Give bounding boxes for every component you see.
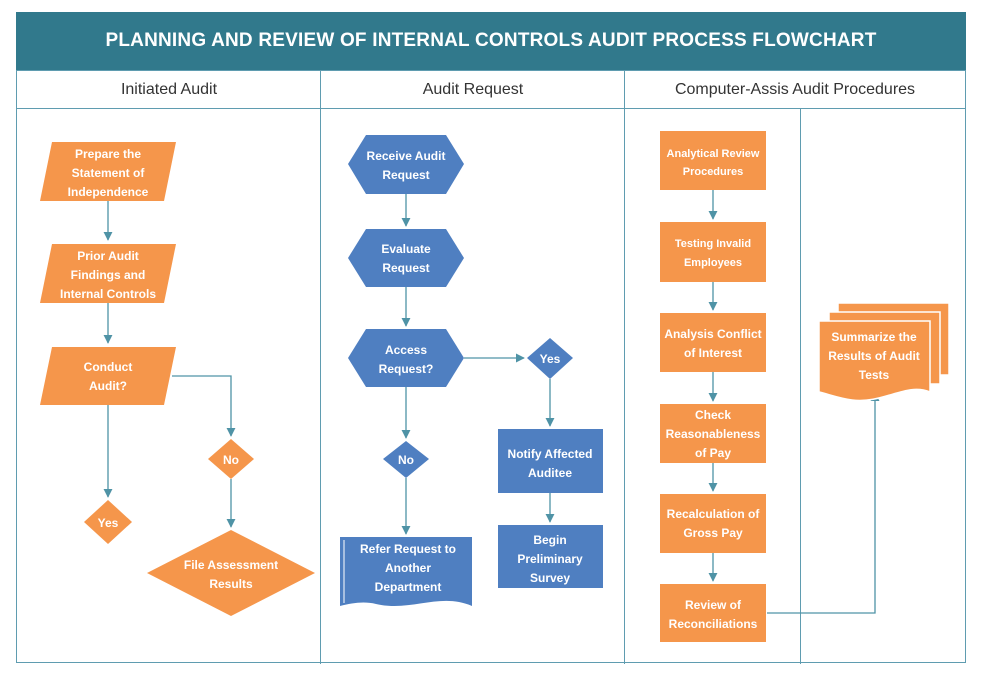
lane-header-initiated-audit: Initiated Audit [17,71,321,109]
lane-divider-inner [800,109,801,664]
node-no-request: No [383,441,429,478]
svg-text:No: No [223,453,239,467]
lane-divider [624,71,625,664]
node-yes-initiated: Yes [84,500,132,544]
swimlane-board: Initiated Audit Audit Request Computer-A… [16,70,966,664]
svg-text:Yes: Yes [540,352,561,366]
lane-divider [320,71,321,664]
svg-text:Yes: Yes [98,516,119,530]
lane-header-audit-request: Audit Request [321,71,625,109]
edge-review-summarize [767,392,880,614]
node-yes-request: Yes [527,338,573,379]
node-no-initiated: No [208,439,254,479]
svg-text:No: No [398,453,414,467]
connectors [103,190,880,614]
edge-conduct-no [172,375,236,437]
lane-header-computer-assisted: Computer-Assis Audit Procedures [625,71,965,109]
chart-title: PLANNING AND REVIEW OF INTERNAL CONTROLS… [16,12,966,70]
